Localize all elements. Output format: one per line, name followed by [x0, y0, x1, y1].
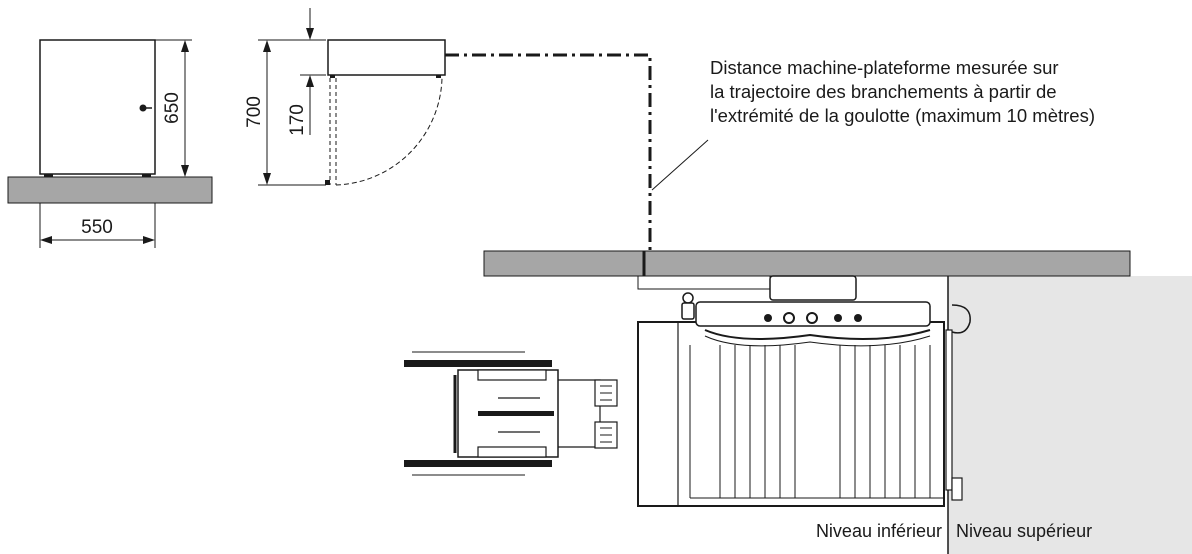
platform-floor — [483, 250, 1131, 277]
front-floor — [7, 176, 213, 204]
dim-170: 170 — [287, 104, 308, 136]
cabinet-foot-left — [44, 174, 53, 177]
label-lower-level: Niveau inférieur — [816, 521, 942, 541]
cabinet-foot-right — [142, 174, 151, 177]
dim-650: 650 — [162, 92, 183, 124]
label-upper-level: Niveau supérieur — [956, 521, 1092, 541]
cabinet-knob — [139, 104, 147, 112]
annotation-line-3: l'extrémité de la goulotte (maximum 10 m… — [710, 105, 1095, 126]
guide-rail — [945, 329, 953, 491]
control-button-1 — [764, 314, 772, 322]
front-view: 650 550 — [7, 39, 213, 248]
upper-level-area — [948, 276, 1192, 554]
annotation-line-1: Distance machine-plateforme mesurée sur — [710, 57, 1059, 78]
control-box — [769, 275, 857, 301]
connection-trajectory — [445, 53, 652, 278]
platform-body — [637, 321, 945, 507]
cabinet-front — [39, 39, 156, 175]
side-view: 700 170 — [244, 8, 446, 186]
control-button-3 — [806, 312, 818, 324]
dim-550: 550 — [81, 217, 113, 238]
annotation-leader — [651, 139, 709, 191]
control-button-5 — [854, 314, 862, 322]
lid — [327, 39, 446, 76]
wheelchair-icon — [404, 351, 618, 476]
stairlift-top-view — [637, 275, 971, 507]
conduit — [637, 275, 771, 290]
dim-700: 700 — [244, 96, 265, 128]
door-swing-arc — [335, 77, 443, 186]
annotation-line-2: la trajectoire des branchements à partir… — [710, 81, 1057, 102]
control-button-4 — [834, 314, 842, 322]
control-button-2 — [783, 312, 795, 324]
